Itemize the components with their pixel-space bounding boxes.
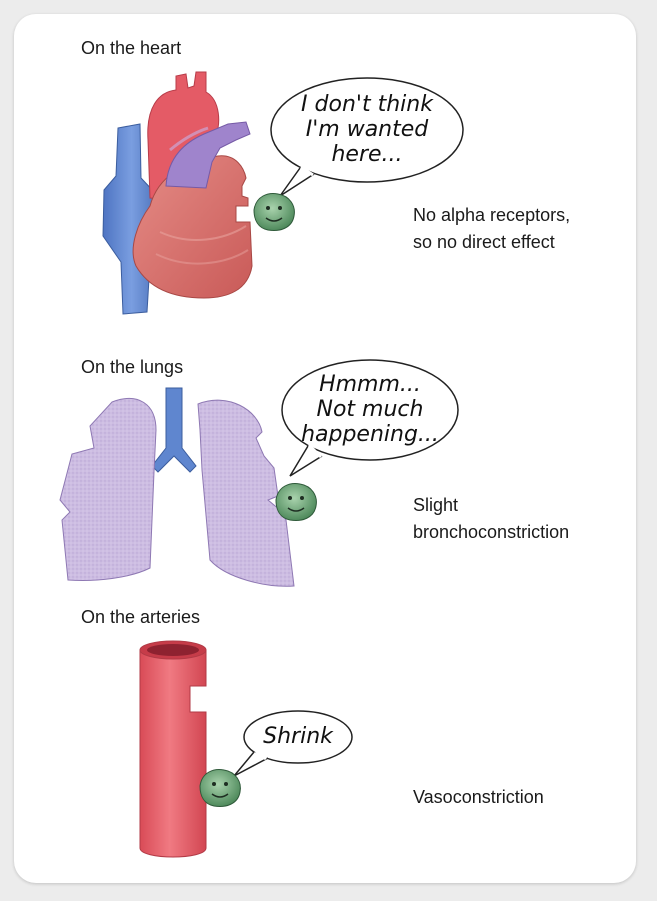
lungs-speech-line: Not much: [300, 397, 440, 422]
heart-speech-line: here...: [290, 142, 444, 167]
face-icon: [200, 770, 240, 807]
heart-speech-text: I don't think I'm wanted here...: [290, 92, 444, 167]
lungs-effect-line: Slight: [413, 492, 569, 519]
heart-speech-line: I don't think: [290, 92, 444, 117]
arteries-effect-line: Vasoconstriction: [413, 784, 544, 811]
lungs-illustration: [60, 388, 294, 586]
face-icon: [254, 194, 294, 231]
lungs-effect: Slight bronchoconstriction: [413, 492, 569, 546]
heart-speech-line: I'm wanted: [290, 117, 444, 142]
lungs-speech-line: happening...: [300, 422, 440, 447]
heart-effect-line: No alpha receptors,: [413, 202, 570, 229]
arteries-section-title: On the arteries: [81, 607, 200, 628]
lungs-effect-line: bronchoconstriction: [413, 519, 569, 546]
arteries-speech-text: Shrink: [252, 724, 344, 749]
arteries-effect: Vasoconstriction: [413, 784, 544, 811]
lungs-speech-line: Hmmm...: [300, 372, 440, 397]
face-icon: [276, 484, 316, 521]
heart-effect-line: so no direct effect: [413, 229, 570, 256]
heart-section-title: On the heart: [81, 38, 181, 59]
artery-illustration: [140, 641, 206, 857]
heart-effect: No alpha receptors, so no direct effect: [413, 202, 570, 256]
heart-illustration: [103, 72, 252, 314]
lungs-section-title: On the lungs: [81, 357, 183, 378]
arteries-speech-line: Shrink: [252, 724, 344, 749]
lungs-speech-text: Hmmm... Not much happening...: [300, 372, 440, 447]
